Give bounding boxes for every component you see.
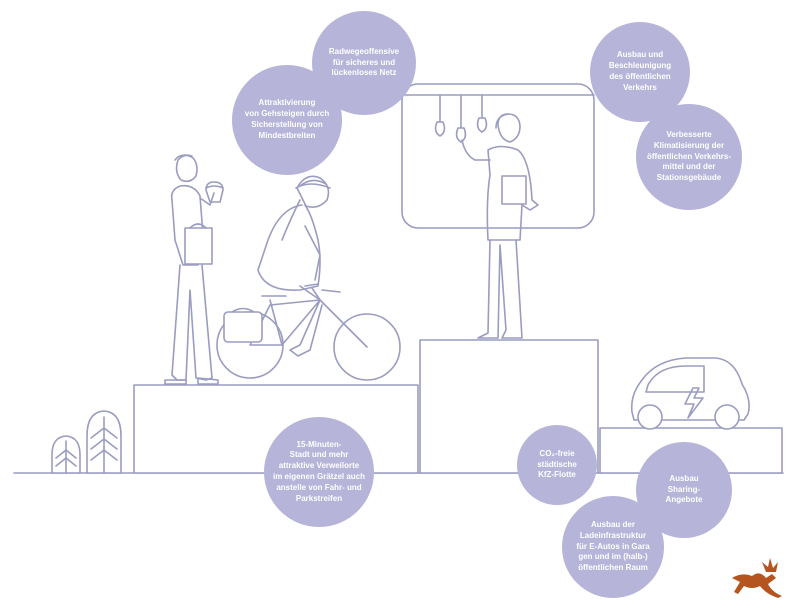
- cyclist-figure: [216, 175, 401, 381]
- bubble-klimatisierung: Verbesserte Klimatisierung der öffentlic…: [636, 104, 742, 210]
- passenger-figure: [461, 113, 539, 339]
- electric-car: [630, 357, 750, 430]
- bubble-gehsteige: Attraktivierung von Gehsteigen durch Sic…: [232, 65, 342, 175]
- tram-frame: [401, 83, 595, 229]
- bubble-co2-flotte: CO₂-freie städtische KfZ-Flotte: [517, 425, 597, 505]
- tree-icon: [86, 410, 122, 474]
- lightning-icon: [684, 387, 704, 419]
- deer-logo-icon: [732, 558, 782, 598]
- tree-icon: [51, 435, 81, 474]
- bubble-ladeinfrastruktur: Ausbau der Ladeinfrastruktur für E-Autos…: [562, 496, 664, 598]
- pedestrian-figure: [164, 154, 224, 385]
- bubble-15-minuten-stadt: 15-Minuten- Stadt und mehr attraktive Ve…: [264, 417, 374, 527]
- bubble-oev-ausbau: Ausbau und Beschleunigung des öffentlich…: [590, 22, 690, 122]
